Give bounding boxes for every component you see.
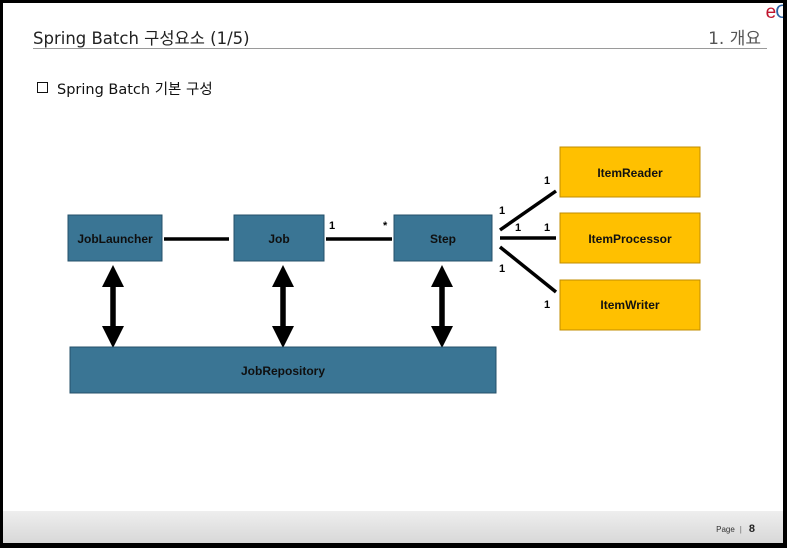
page-separator: | xyxy=(739,525,742,534)
multiplicity-step-to-processor: 1 xyxy=(515,222,521,234)
title-divider xyxy=(33,48,767,49)
job-repository-node: JobRepository xyxy=(69,346,497,394)
item-processor-label: ItemProcessor xyxy=(588,232,672,246)
multiplicity-step-side: * xyxy=(383,220,388,232)
logo-letter-g: G xyxy=(775,3,783,23)
item-reader-label: ItemReader xyxy=(597,166,663,180)
slide-title: Spring Batch 구성요소 (1/5) xyxy=(33,29,250,48)
multiplicity-writer-end: 1 xyxy=(544,299,550,311)
job-repository-label: JobRepository xyxy=(241,364,325,378)
connector-step-reader xyxy=(498,189,558,232)
step-node: Step xyxy=(393,214,493,262)
job-label: Job xyxy=(268,232,289,246)
job-node: Job xyxy=(233,214,325,262)
egov-logo: eG xyxy=(766,3,783,24)
item-processor-node: ItemProcessor xyxy=(559,212,701,264)
logo-letter-e: e xyxy=(765,3,777,23)
multiplicity-processor-end: 1 xyxy=(544,222,550,234)
multiplicity-step-to-reader: 1 xyxy=(499,205,505,217)
item-reader-node: ItemReader xyxy=(559,146,701,198)
multiplicity-step-to-writer: 1 xyxy=(499,263,505,275)
page-indicator: Page | 8 xyxy=(716,523,755,535)
page-label: Page xyxy=(716,525,735,534)
page-number: 8 xyxy=(748,523,755,535)
checkbox-bullet-icon xyxy=(37,82,48,93)
item-writer-node: ItemWriter xyxy=(559,279,701,331)
step-label: Step xyxy=(430,232,456,246)
section-subtitle: Spring Batch 기본 구성 xyxy=(37,78,213,99)
slide: Spring Batch 구성요소 (1/5) 1. 개요 eG Spring … xyxy=(3,3,783,543)
spring-batch-diagram: JobLauncher Job Step JobRepository ItemR… xyxy=(67,146,701,394)
job-launcher-label: JobLauncher xyxy=(77,232,153,246)
slide-footer: Page | 8 xyxy=(3,511,783,543)
subtitle-text: Spring Batch 기본 구성 xyxy=(57,82,213,98)
multiplicity-reader-end: 1 xyxy=(544,175,550,187)
multiplicity-job-side: 1 xyxy=(329,220,335,232)
connector-step-writer xyxy=(498,245,558,294)
section-label: 1. 개요 xyxy=(708,29,761,49)
job-launcher-node: JobLauncher xyxy=(67,214,163,262)
item-writer-label: ItemWriter xyxy=(600,298,659,312)
